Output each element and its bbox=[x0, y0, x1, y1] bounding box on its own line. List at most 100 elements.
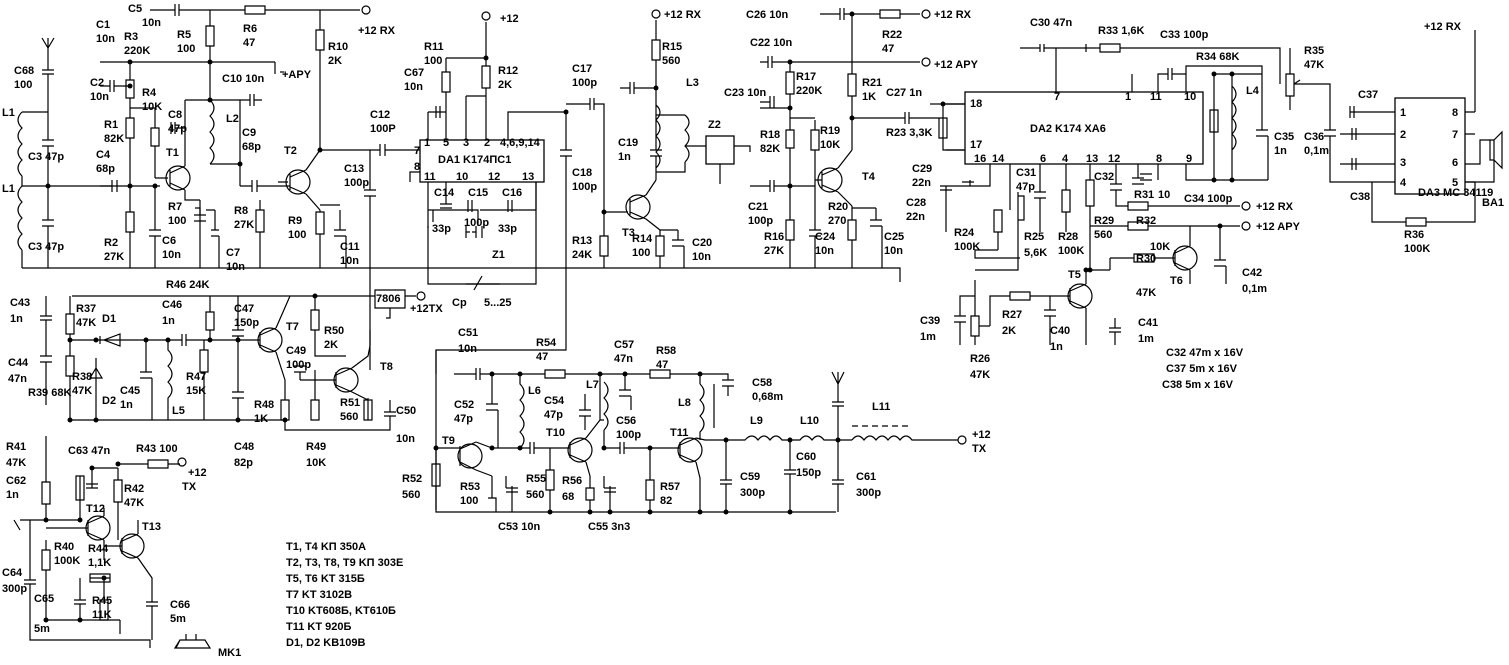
label-reg: 7806 bbox=[376, 293, 400, 305]
label-r46: R46 24K bbox=[166, 279, 209, 291]
label-c67: C67 bbox=[404, 67, 424, 79]
label-r52v: 560 bbox=[402, 489, 420, 501]
label-r42v: 47K bbox=[124, 497, 144, 509]
label-c13v: 100p bbox=[344, 177, 369, 189]
label-c48: C48 bbox=[234, 441, 254, 453]
label-r21v: 1K bbox=[862, 91, 876, 103]
label-c49: C49 bbox=[286, 345, 306, 357]
label-c14: C14 bbox=[434, 187, 455, 199]
label-c39v: 1m bbox=[920, 331, 936, 343]
label-r5: R5 bbox=[177, 29, 191, 41]
label-r35: R35 bbox=[1304, 45, 1324, 57]
junction-dot bbox=[723, 437, 729, 443]
label-p12: +12 bbox=[500, 13, 519, 25]
junction-dot bbox=[45, 183, 51, 189]
label-r20v: 270 bbox=[828, 215, 846, 227]
label-c8: C8 bbox=[168, 109, 182, 121]
label-r9: R9 bbox=[288, 215, 302, 227]
label-da1p12: 12 bbox=[488, 171, 500, 183]
label-r16: R16 bbox=[764, 231, 784, 243]
label-da2p12: 12 bbox=[1108, 153, 1120, 165]
label-r6: R6 bbox=[243, 23, 257, 35]
label-r22v: 47 bbox=[882, 43, 894, 55]
label-r28: R28 bbox=[1058, 231, 1078, 243]
label-da1p13: 13 bbox=[522, 171, 534, 183]
label-da2p4: 4 bbox=[1062, 153, 1069, 165]
label-c55: C55 3n3 bbox=[588, 521, 630, 533]
label-r24: R24 bbox=[954, 227, 975, 239]
label-lg7: D1, D2 KB109B bbox=[286, 637, 366, 649]
label-c68v: 100 bbox=[14, 79, 32, 91]
label-c15v: 100p bbox=[464, 217, 489, 229]
label-r33: R33 1,6K bbox=[1098, 25, 1145, 37]
label-c54v: 47p bbox=[544, 409, 563, 421]
label-c33: C33 100p bbox=[1160, 29, 1209, 41]
label-da3p3: 3 bbox=[1400, 157, 1406, 169]
label-rx1: +12 RX bbox=[358, 25, 396, 37]
wires bbox=[13, 4, 1503, 649]
label-c60v: 150p bbox=[796, 467, 821, 479]
label-c48v: 82p bbox=[234, 457, 253, 469]
label-r6v: 47 bbox=[243, 37, 255, 49]
label-r37v: 47K bbox=[76, 317, 96, 329]
junction-dot bbox=[607, 509, 613, 515]
label-da2p13: 13 bbox=[1086, 153, 1098, 165]
label-aru2: +12 APY bbox=[934, 59, 979, 71]
label-c59v: 300p bbox=[740, 487, 765, 499]
label-c17v: 100p bbox=[572, 77, 597, 89]
junction-dot bbox=[143, 337, 149, 343]
label-r2v: 27K bbox=[104, 251, 124, 263]
label-r16v: 27K bbox=[764, 245, 784, 257]
junction-dot bbox=[1211, 177, 1217, 183]
label-da1p7: 7 bbox=[414, 145, 420, 157]
label-c41: C41 bbox=[1138, 317, 1158, 329]
label-n38: C38 5m x 16V bbox=[1162, 379, 1234, 391]
label-lg2: T2, T3, T8, T9 KП 303E bbox=[286, 557, 403, 569]
label-c22: C22 10n bbox=[750, 37, 792, 49]
junction-dot bbox=[43, 617, 49, 623]
junction-dot bbox=[601, 445, 607, 451]
label-c18v: 100p bbox=[572, 181, 597, 193]
label-t1: T1 bbox=[166, 147, 179, 159]
label-da1: DA1 K174ПС1 bbox=[438, 154, 511, 166]
label-l3: L3 bbox=[686, 77, 699, 89]
label-aru1: +APY bbox=[282, 69, 312, 81]
label-r40: R40 bbox=[54, 541, 74, 553]
label-c45v: 1n bbox=[120, 399, 133, 411]
label-da2p14: 14 bbox=[992, 153, 1005, 165]
label-c60: C60 bbox=[796, 451, 816, 463]
label-da2p6: 6 bbox=[1040, 153, 1046, 165]
label-tx3b: TX bbox=[972, 443, 987, 455]
junction-dot bbox=[787, 105, 793, 111]
label-c58: C58 bbox=[752, 377, 772, 389]
label-c9v: 68p bbox=[242, 141, 261, 153]
label-d2: D2 bbox=[102, 395, 116, 407]
junction-dot bbox=[207, 59, 213, 65]
label-da2p9: 9 bbox=[1186, 153, 1192, 165]
label-r5v: 100 bbox=[177, 43, 195, 55]
label-c47: C47 bbox=[234, 303, 254, 315]
label-r1v: 82K bbox=[104, 133, 124, 145]
label-r11: R11 bbox=[424, 41, 444, 53]
label-c16: C16 bbox=[502, 187, 522, 199]
junction-dot bbox=[517, 445, 523, 451]
label-da2p10: 10 bbox=[1184, 91, 1196, 103]
junction-dot bbox=[282, 417, 288, 423]
label-r43: R43 100 bbox=[136, 443, 178, 455]
label-c24: C24 bbox=[815, 231, 836, 243]
label-r20: R20 bbox=[828, 201, 848, 213]
label-t5: T5 bbox=[1068, 269, 1081, 281]
junction-dot bbox=[622, 371, 628, 377]
label-r34: R34 68K bbox=[1196, 51, 1239, 63]
label-c9: C9 bbox=[242, 127, 256, 139]
junction-dot bbox=[127, 83, 133, 89]
junction-dot bbox=[723, 509, 729, 515]
label-r17v: 220K bbox=[796, 85, 822, 97]
label-lg5: T10 KT608Б, KT610Б bbox=[286, 605, 396, 617]
label-t11: T11 bbox=[670, 427, 688, 439]
label-c56: C56 bbox=[616, 415, 636, 427]
label-r49v: 10K bbox=[306, 457, 326, 469]
label-r10: R10 bbox=[328, 41, 348, 53]
label-c42v: 0,1m bbox=[1242, 283, 1267, 295]
